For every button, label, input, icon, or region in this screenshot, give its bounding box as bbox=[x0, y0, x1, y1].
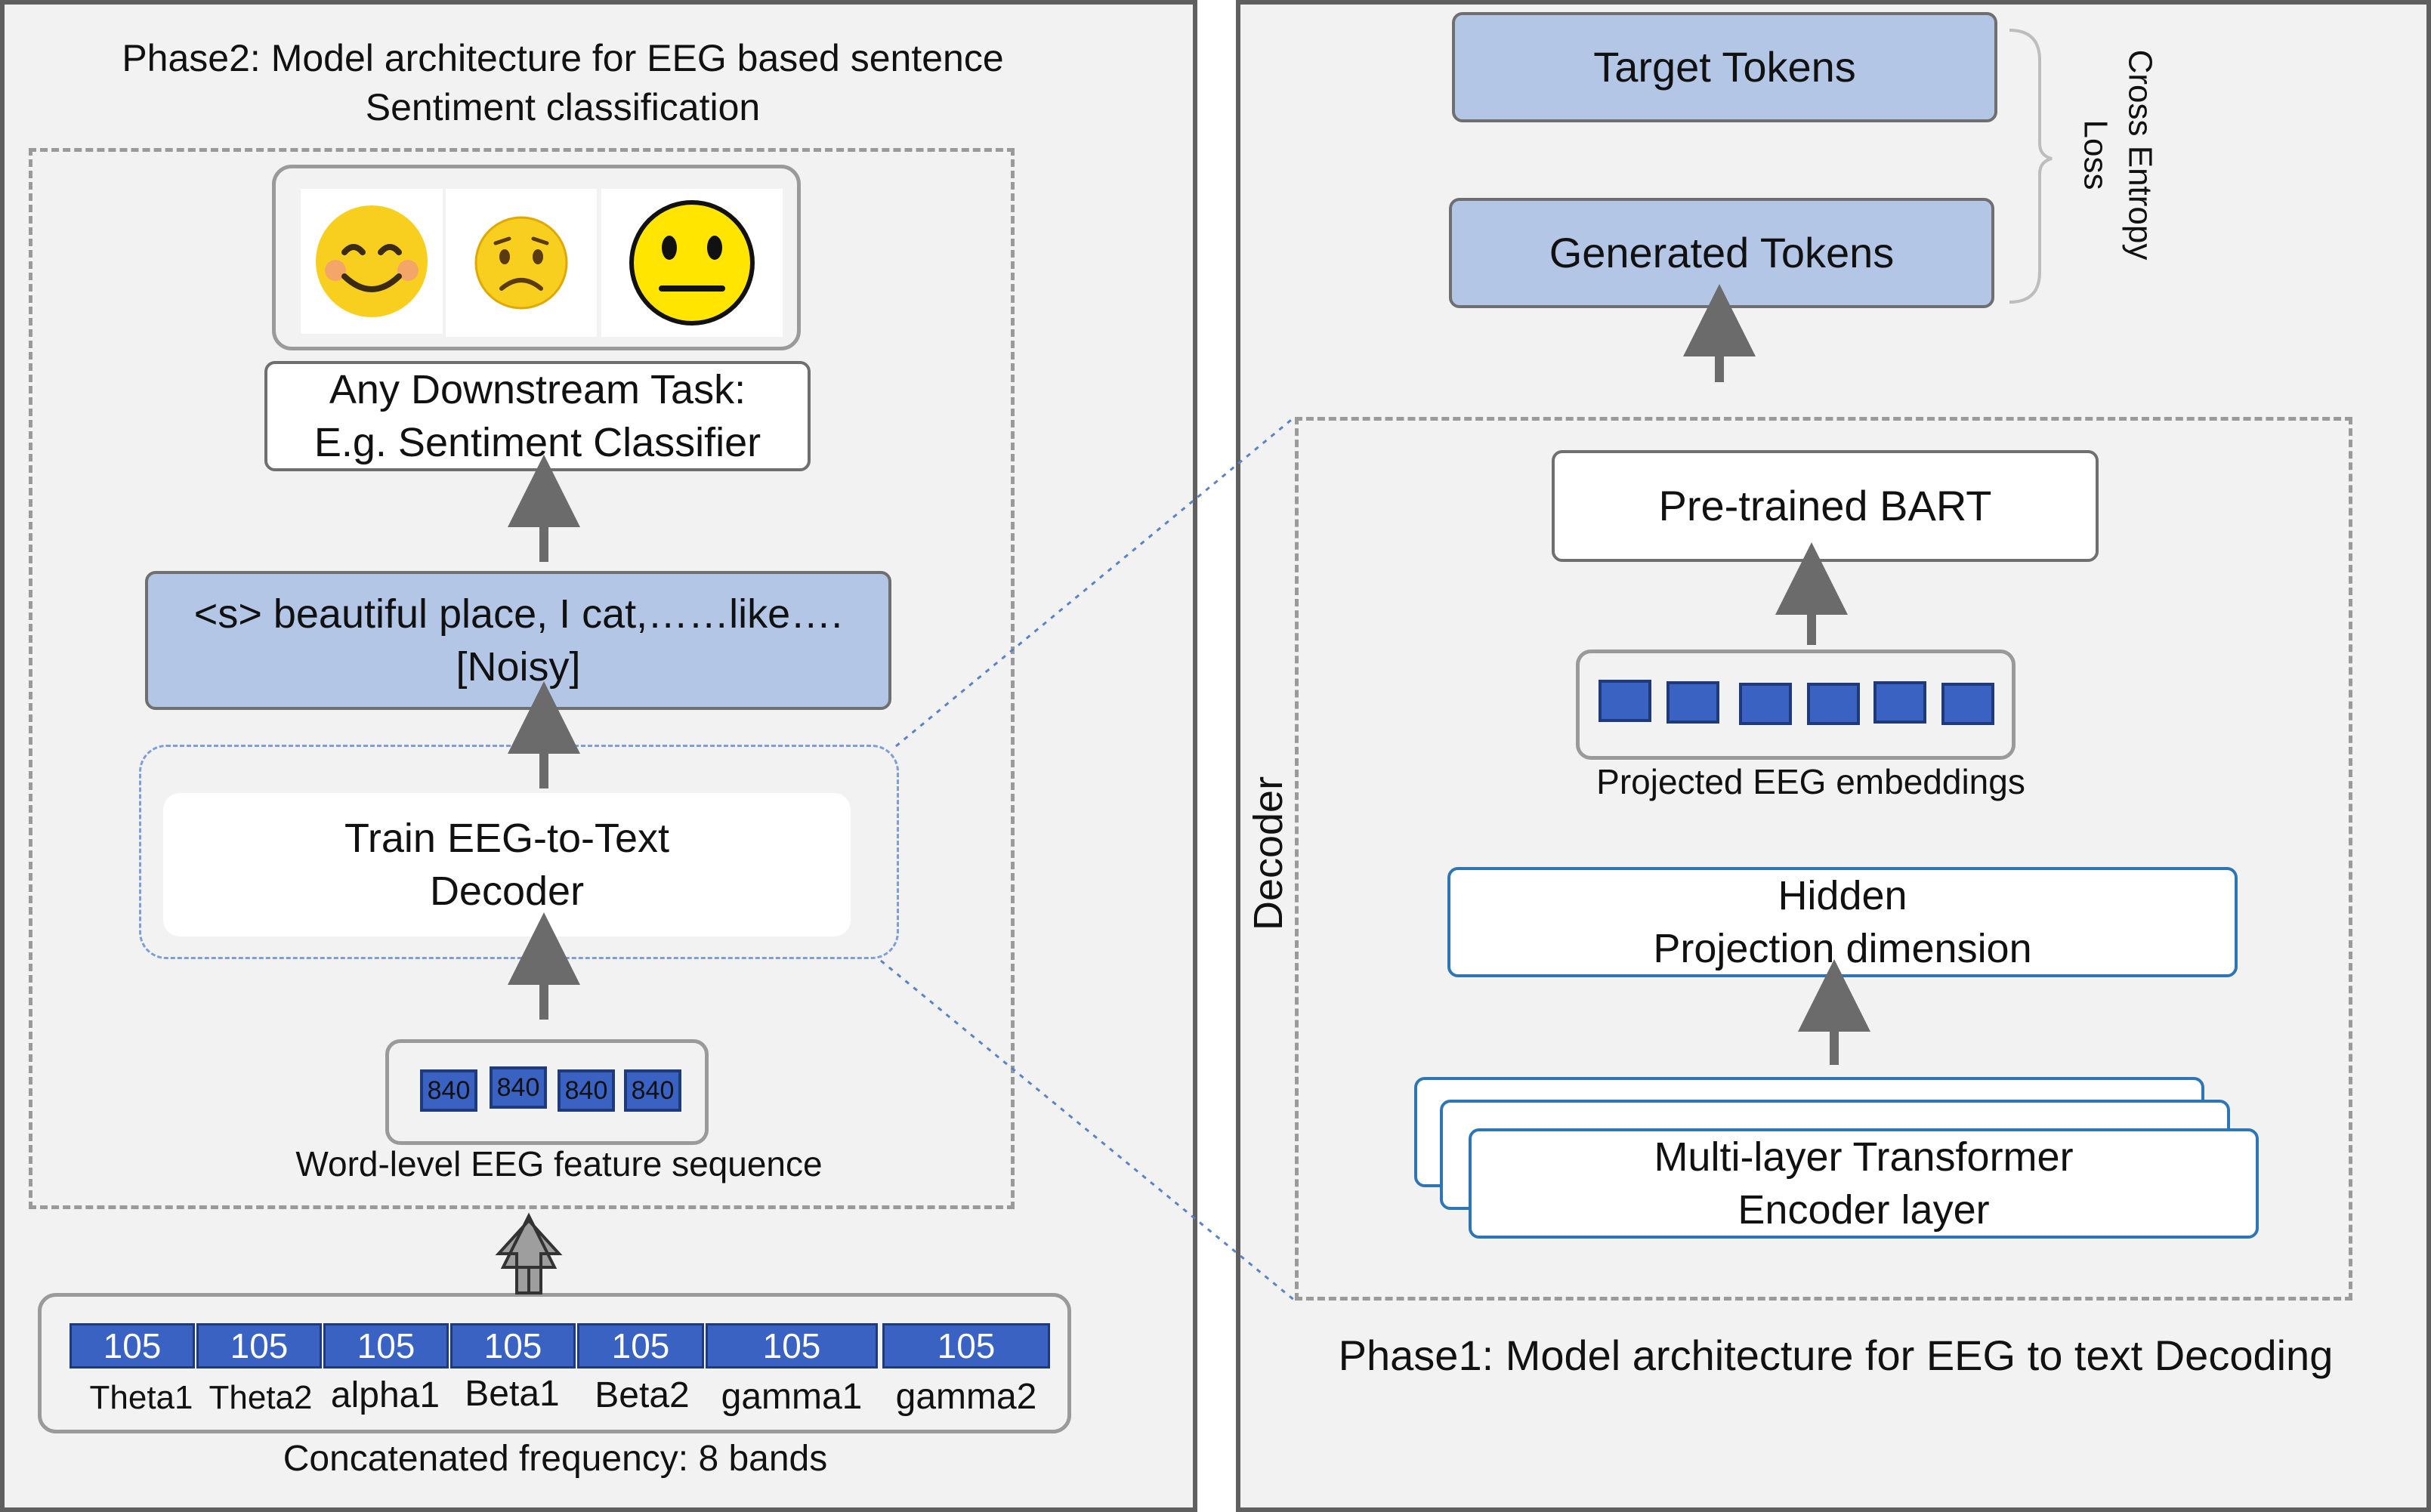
transformer-line2: Encoder layer bbox=[1738, 1187, 1990, 1233]
band-value: 105 bbox=[450, 1323, 576, 1369]
zoom-line-bottom bbox=[880, 959, 1296, 1302]
phase2-title-line2: Sentiment classification bbox=[365, 86, 761, 128]
embedding-cell bbox=[1873, 681, 1926, 724]
target-tokens-label: Target Tokens bbox=[1593, 42, 1856, 91]
band-name: gamma1 bbox=[721, 1377, 863, 1417]
zoom-line-top bbox=[895, 415, 1296, 748]
feature-cell: 840 bbox=[558, 1069, 615, 1112]
band-name: Theta1 bbox=[89, 1379, 193, 1416]
phase2-title: Phase2: Model architecture for EEG based… bbox=[30, 30, 1095, 136]
bands-up-arrow bbox=[495, 1212, 563, 1294]
train-decoder-box: Train EEG-to-Text Decoder bbox=[163, 793, 851, 937]
phase1-dashed-region bbox=[1295, 417, 2352, 1301]
band-name: Beta2 bbox=[595, 1375, 690, 1415]
embedding-cell bbox=[1739, 683, 1792, 725]
band-value: 105 bbox=[577, 1323, 704, 1369]
phase2-dashed-region bbox=[29, 148, 1015, 1209]
feature-caption: Word-level EEG feature sequence bbox=[295, 1144, 823, 1183]
embeddings-caption: Projected EEG embeddings bbox=[1596, 762, 2025, 801]
loss-bracket bbox=[2009, 29, 2053, 304]
target-tokens-box: Target Tokens bbox=[1452, 12, 1997, 122]
generated-tokens-box: Generated Tokens bbox=[1449, 198, 1994, 308]
downstream-line1: Any Downstream Task: bbox=[329, 366, 746, 412]
band-name: Beta1 bbox=[465, 1374, 560, 1414]
bands-caption: Concatenated frequency: 8 bands bbox=[283, 1439, 828, 1479]
noisy-line1: <s> beautiful place, I cat,……like…. bbox=[193, 591, 843, 637]
embedding-cell bbox=[1599, 680, 1651, 722]
frowning-face-icon bbox=[446, 189, 597, 337]
transformer-line1: Multi-layer Transformer bbox=[1654, 1134, 2074, 1180]
transformer-layer-front: Multi-layer Transformer Encoder layer bbox=[1469, 1128, 2259, 1239]
embedding-cell bbox=[1807, 683, 1860, 725]
neutral-face-icon bbox=[601, 189, 783, 337]
train-decoder-line2: Decoder bbox=[429, 869, 585, 914]
smiling-face-icon bbox=[301, 189, 443, 334]
band-name: alpha1 bbox=[330, 1375, 440, 1415]
phase1-title: Phase1: Model architecture for EEG to te… bbox=[1338, 1331, 2334, 1379]
hidden-line1: Hidden bbox=[1778, 872, 1907, 918]
bart-label: Pre-trained BART bbox=[1658, 481, 1992, 529]
embedding-cell bbox=[1941, 683, 1994, 725]
band-name: Theta2 bbox=[209, 1379, 313, 1416]
generated-tokens-label: Generated Tokens bbox=[1549, 228, 1895, 276]
band-value: 105 bbox=[70, 1323, 195, 1369]
band-name: gamma2 bbox=[895, 1377, 1037, 1417]
phase2-title-line1: Phase2: Model architecture for EEG based… bbox=[122, 37, 1004, 79]
train-decoder-line1: Train EEG-to-Text bbox=[344, 815, 670, 861]
band-value: 105 bbox=[882, 1323, 1050, 1369]
band-value: 105 bbox=[196, 1323, 322, 1369]
feature-cell: 840 bbox=[624, 1069, 681, 1112]
band-value: 105 bbox=[323, 1323, 449, 1369]
feature-cell: 840 bbox=[490, 1066, 547, 1109]
embedding-cell bbox=[1666, 681, 1719, 724]
band-value: 105 bbox=[706, 1323, 878, 1369]
downstream-task-box: Any Downstream Task: E.g. Sentiment Clas… bbox=[264, 361, 811, 471]
feature-cell: 840 bbox=[420, 1069, 477, 1112]
